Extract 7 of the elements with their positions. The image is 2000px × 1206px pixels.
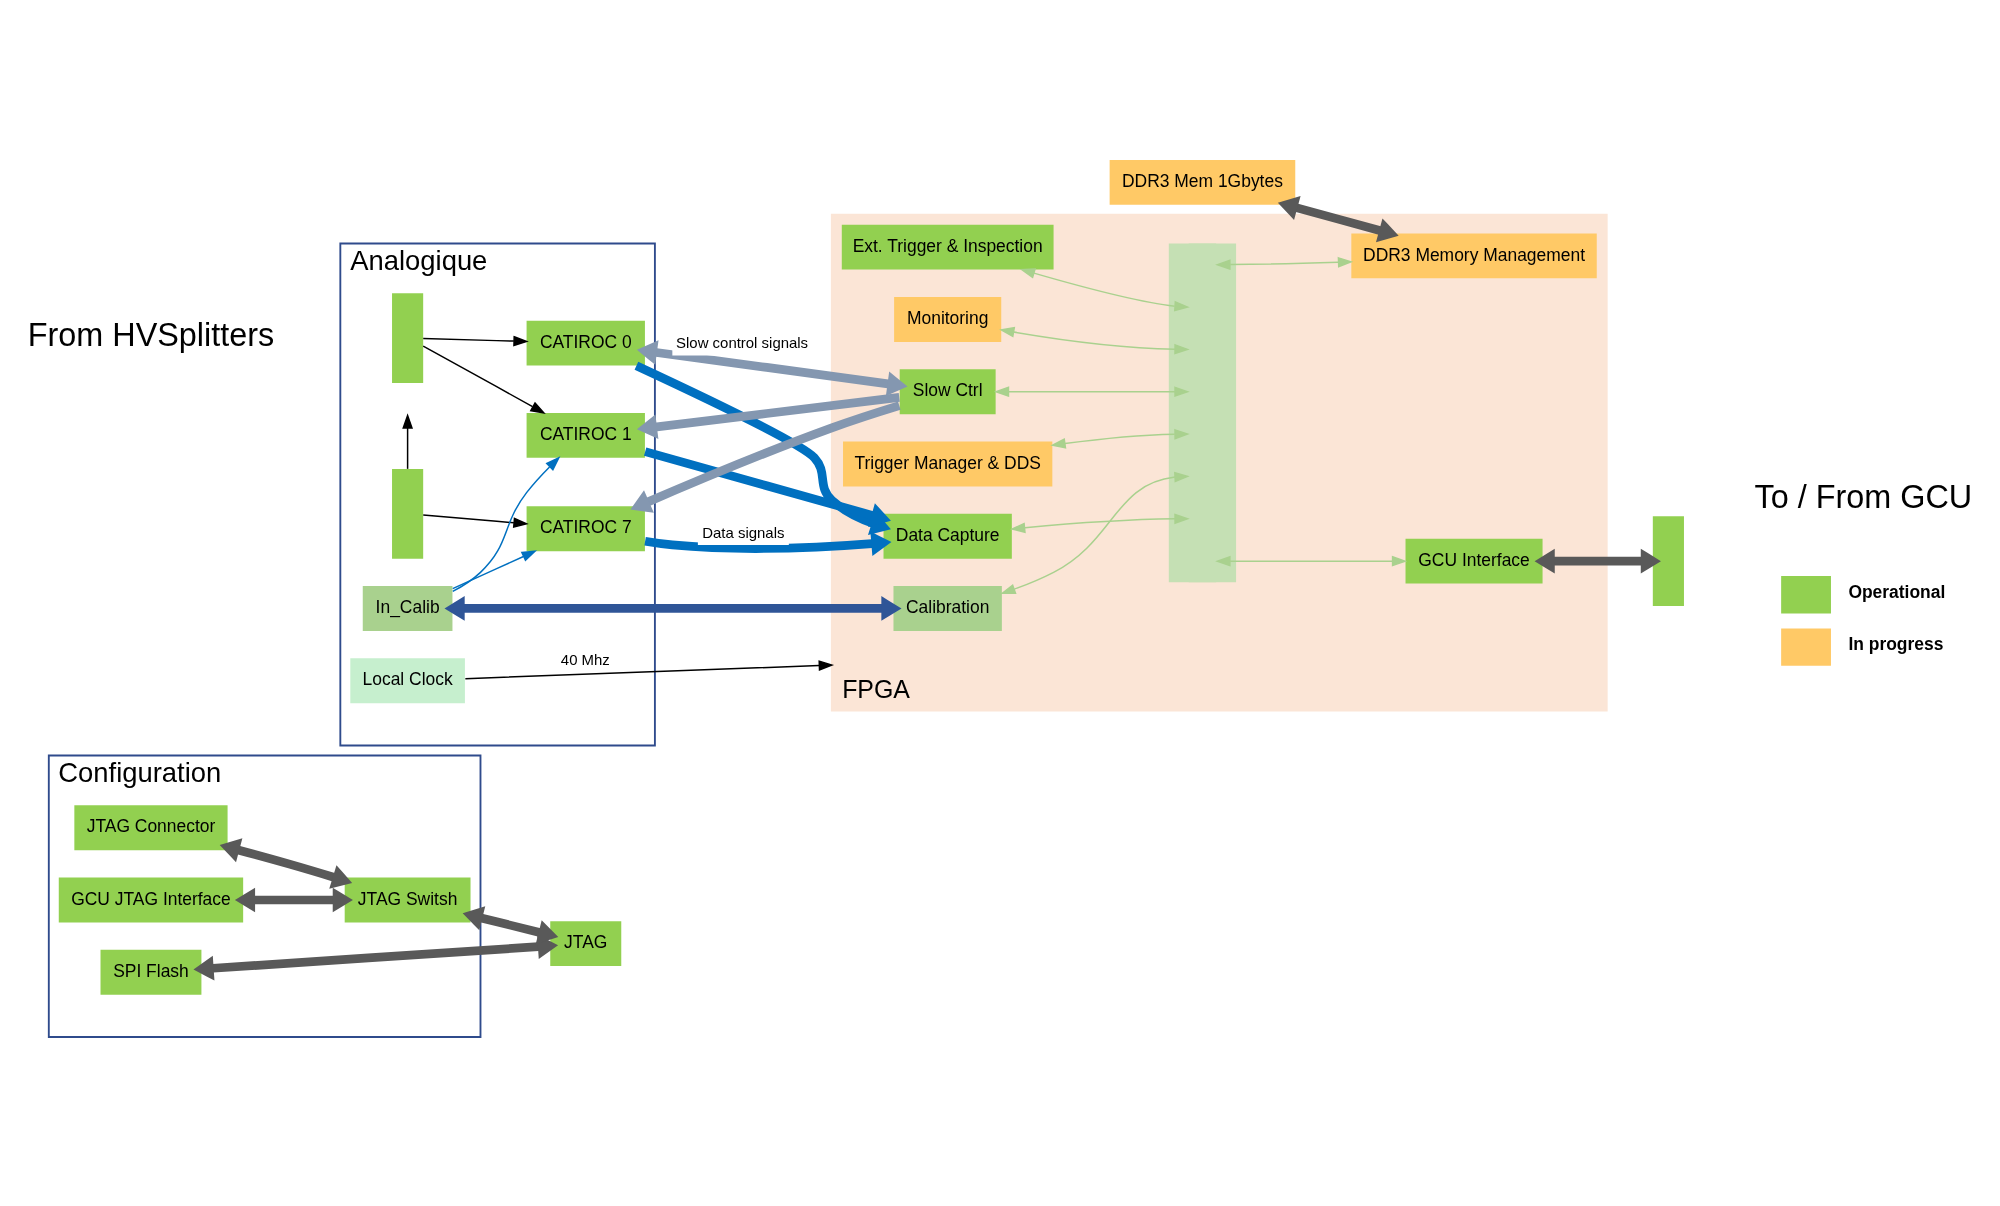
edge-label: Slow control signals [676, 333, 809, 351]
edge-label: Data signals [702, 523, 785, 541]
edge-label: 40 Mhz [560, 650, 610, 668]
legend-label: Operational [1848, 581, 1946, 602]
label: From HVSplitters [27, 316, 275, 353]
legend-label: In progress [1848, 633, 1944, 654]
label: To / From GCU [1754, 478, 1973, 515]
